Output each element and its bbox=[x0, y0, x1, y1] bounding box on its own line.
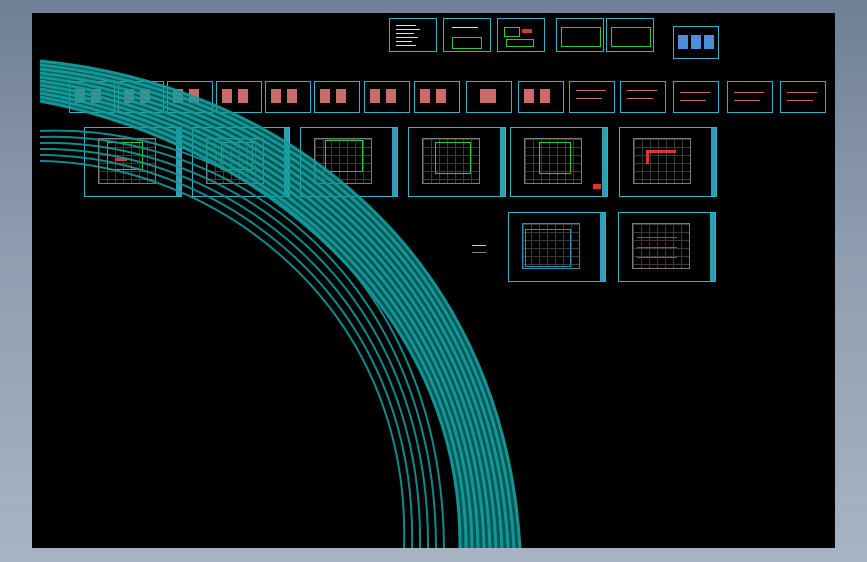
legend-sheet[interactable] bbox=[497, 18, 545, 52]
index-sheet[interactable] bbox=[443, 18, 491, 52]
stray-annotation bbox=[472, 245, 486, 253]
detail-sheet-2[interactable] bbox=[606, 18, 654, 52]
strip-sheet-12[interactable] bbox=[620, 81, 666, 113]
strip-sheet-8[interactable] bbox=[414, 81, 460, 113]
strip-sheet-15[interactable] bbox=[780, 81, 826, 113]
strip-sheet-6[interactable] bbox=[314, 81, 360, 113]
detail-sheet-1[interactable] bbox=[556, 18, 604, 52]
strip-sheet-10[interactable] bbox=[518, 81, 564, 113]
structure-plan-1[interactable] bbox=[508, 212, 606, 282]
strip-sheet-13[interactable] bbox=[673, 81, 719, 113]
strip-sheet-9[interactable] bbox=[466, 81, 512, 113]
cad-model-space[interactable] bbox=[32, 13, 835, 548]
floor-plan-5[interactable] bbox=[510, 127, 608, 197]
floor-plan-6[interactable] bbox=[619, 127, 717, 197]
cover-sheet[interactable] bbox=[389, 18, 437, 52]
teal-arc-graphic bbox=[39, 59, 522, 548]
strip-sheet-14[interactable] bbox=[727, 81, 773, 113]
blue-title-block[interactable] bbox=[673, 26, 719, 59]
structure-plan-2[interactable] bbox=[618, 212, 716, 282]
strip-sheet-7[interactable] bbox=[364, 81, 410, 113]
strip-sheet-11[interactable] bbox=[569, 81, 615, 113]
floor-plan-4[interactable] bbox=[408, 127, 506, 197]
strip-sheet-5[interactable] bbox=[265, 81, 311, 113]
